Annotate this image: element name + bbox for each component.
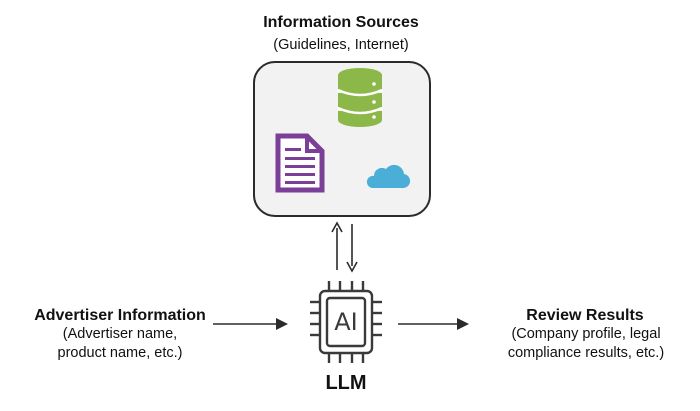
review-line-1: (Company profile, legal bbox=[511, 326, 661, 342]
sources-title: Information Sources bbox=[263, 14, 419, 31]
sources-subtitle: (Guidelines, Internet) bbox=[273, 37, 409, 53]
database-icon bbox=[337, 68, 383, 127]
document-icon bbox=[275, 133, 325, 193]
output-arrow bbox=[398, 318, 469, 330]
chip-ai-text: AI bbox=[334, 308, 358, 336]
up-arrow bbox=[331, 221, 343, 270]
llm-chip bbox=[310, 281, 382, 363]
review-line-2: compliance results, etc.) bbox=[507, 345, 665, 361]
advertiser-line-1: (Advertiser name, bbox=[62, 326, 178, 342]
cloud-icon bbox=[366, 164, 411, 189]
review-title: Review Results bbox=[526, 307, 644, 324]
input-arrow bbox=[213, 318, 288, 330]
advertiser-line-2: product name, etc.) bbox=[57, 345, 183, 361]
advertiser-title: Advertiser Information bbox=[34, 307, 206, 324]
llm-label: LLM bbox=[325, 372, 367, 394]
down-arrow bbox=[346, 224, 358, 273]
